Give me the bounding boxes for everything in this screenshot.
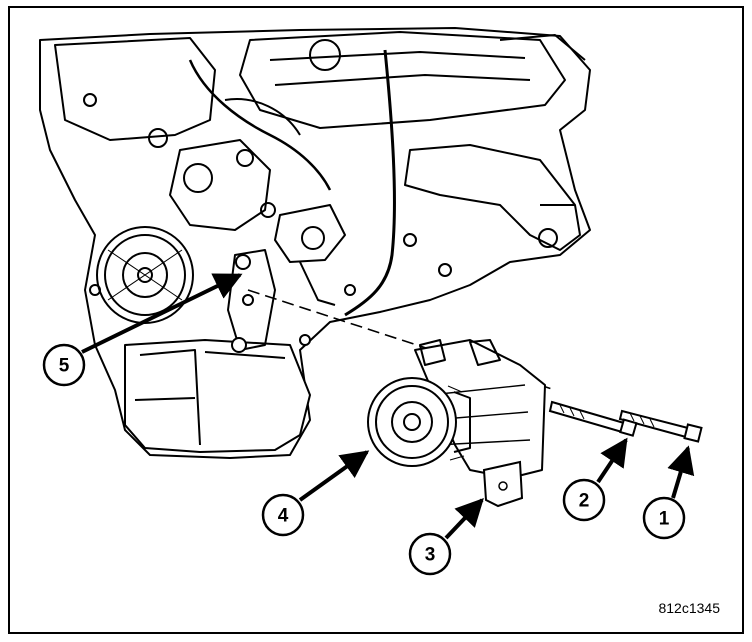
callout-1: 1 xyxy=(642,496,686,540)
leader-arrow-2 xyxy=(596,437,628,484)
leader-arrow-1 xyxy=(667,445,695,499)
leader-arrow-4 xyxy=(298,450,370,502)
callout-2-label: 2 xyxy=(579,491,590,512)
callout-2: 2 xyxy=(562,478,606,522)
callout-5: 5 xyxy=(42,343,86,387)
callout-3-label: 3 xyxy=(425,545,436,566)
figure-border xyxy=(8,6,744,634)
leader-arrows xyxy=(81,273,695,540)
leader-arrow-3 xyxy=(444,497,484,540)
callout-3: 3 xyxy=(408,532,452,576)
callout-4-label: 4 xyxy=(278,506,289,527)
figure-id-label: 812c1345 xyxy=(658,600,720,616)
ac-compressor-drawing xyxy=(367,339,546,479)
callout-4: 4 xyxy=(261,493,305,537)
leader-arrow-5 xyxy=(81,273,243,354)
bolt-1-drawing xyxy=(618,409,703,443)
bracket-hole xyxy=(498,481,508,491)
callout-5-label: 5 xyxy=(59,356,70,377)
engine-block-drawing xyxy=(39,27,591,459)
bolt-2-drawing xyxy=(548,400,638,437)
callout-1-label: 1 xyxy=(659,509,670,530)
